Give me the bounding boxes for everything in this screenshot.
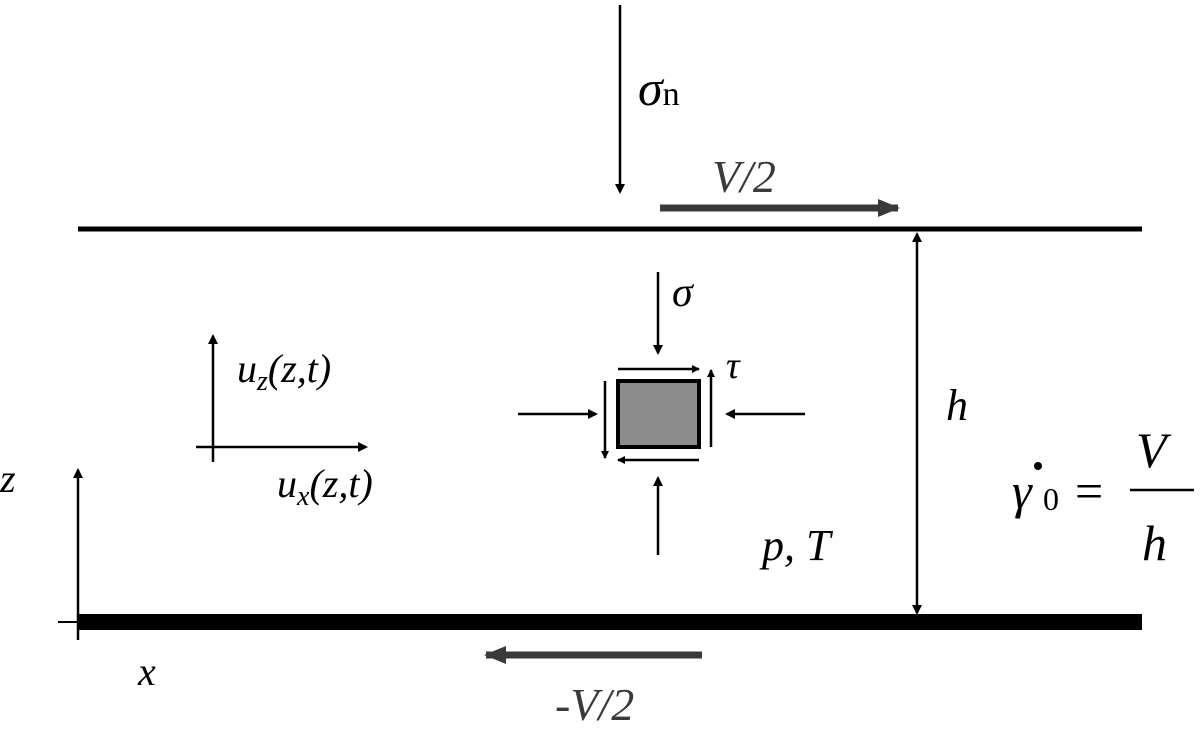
- sigma-label: σ: [672, 270, 695, 316]
- ux-label: ux(z,t): [277, 461, 373, 512]
- uz-label: uz(z,t): [237, 346, 331, 397]
- shear-rate-equation: γ 0 = V h: [1012, 422, 1194, 571]
- p-T-label: p, T: [759, 521, 834, 570]
- gamma-dot: [1034, 462, 1042, 470]
- top-velocity-label: V/2: [712, 151, 776, 202]
- equals-sign: =: [1075, 463, 1103, 519]
- sigma-n-label: σn: [638, 60, 680, 116]
- fraction-denominator: h: [1142, 515, 1167, 571]
- z-axis-label: z: [0, 456, 16, 501]
- tau-label: τ: [726, 345, 741, 387]
- fraction-numerator: V: [1136, 422, 1172, 478]
- bottom-velocity-label: -V/2: [555, 679, 634, 730]
- h-label: h: [946, 381, 968, 430]
- material-element: [616, 379, 701, 449]
- gamma-subscript: 0: [1043, 481, 1059, 517]
- gamma-symbol: γ: [1012, 463, 1033, 519]
- x-axis-label: x: [137, 649, 156, 694]
